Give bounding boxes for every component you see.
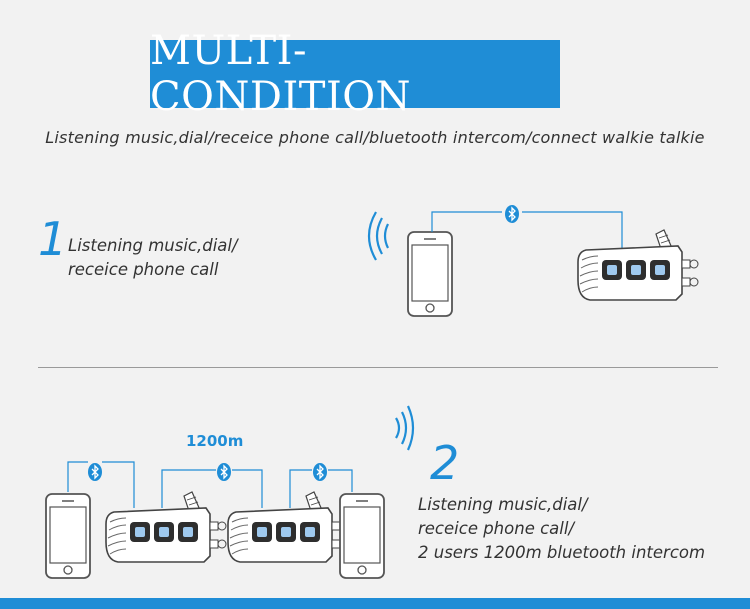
phone-icon [407, 231, 453, 317]
bluetooth-icon [504, 204, 520, 224]
bluetooth-icon [312, 462, 328, 482]
section-1-number: 1 [38, 212, 68, 266]
section-2-line-2: receice phone call/ [418, 519, 575, 538]
phone-icon [45, 493, 91, 579]
section-divider [38, 367, 718, 368]
section-1-description: Listening music,dial/ receice phone call [68, 234, 238, 282]
connection-line [67, 461, 135, 508]
bluetooth-icon [87, 462, 103, 482]
bottom-accent-bar [0, 598, 750, 609]
wireless-signal-icon [395, 405, 415, 451]
connection-line [161, 469, 263, 508]
subtitle: Listening music,dial/receice phone call/… [45, 128, 705, 147]
section-2-description: Listening music,dial/ receice phone call… [418, 493, 705, 565]
bluetooth-icon [216, 462, 232, 482]
phone-icon [339, 493, 385, 579]
section-2-line-3: 2 users 1200m bluetooth intercom [418, 543, 706, 562]
intercom-device-icon [105, 491, 227, 563]
section-2-number: 2 [430, 436, 460, 490]
wireless-signal-icon [367, 211, 389, 261]
section-2-line-1: Listening music,dial/ [418, 495, 588, 514]
connection-line [431, 211, 623, 250]
range-label: 1200m [186, 432, 244, 450]
section-1-line-2: receice phone call [68, 260, 219, 279]
intercom-device-icon [227, 491, 349, 563]
connection-line [289, 469, 353, 508]
section-1-line-1: Listening music,dial/ [68, 236, 238, 255]
intercom-device-icon [577, 229, 699, 301]
